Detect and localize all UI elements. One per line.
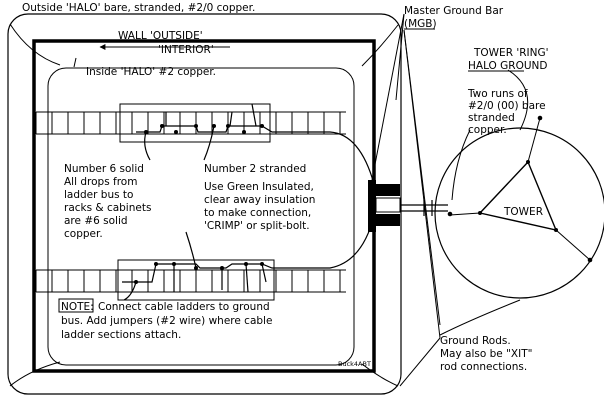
number6-line-4: racks & cabinets [64, 202, 151, 214]
lower-bus-lugs [134, 262, 264, 284]
outer-halo-label: Outside 'HALO' bare, stranded, #2/0 copp… [22, 2, 255, 14]
master-ground-bar [368, 180, 376, 232]
two-runs-line-4: copper. [468, 124, 507, 136]
green-line-2: clear away insulation [204, 194, 315, 206]
upper-ground-bus [136, 103, 375, 185]
rods-line-1: Ground Rods. [440, 335, 511, 347]
rods-line-3: rod connections. [440, 361, 527, 373]
ring-ground-rods [447, 115, 593, 263]
inner-halo-conductor [47, 67, 355, 366]
outer-halo-conductor [7, 13, 402, 395]
note-tag-box [58, 298, 94, 313]
rods-line-2: May also be "XIT" [440, 348, 532, 360]
two-runs-line-1: Two runs of [467, 88, 528, 100]
number6-line-2: All drops from [64, 176, 137, 188]
tower-leg-jumpers [449, 117, 591, 261]
inner-halo-label: Inside 'HALO' #2 copper. [86, 66, 216, 78]
green-line-1: Use Green Insulated, [204, 181, 314, 193]
lower-ground-bus [122, 215, 375, 301]
lower-cable-ladder [35, 259, 346, 301]
ring-title: TOWER 'RING' [473, 47, 548, 59]
number6-line-3: ladder bus to [64, 189, 133, 201]
tower-triangle [478, 160, 558, 231]
number2-label: Number 2 stranded [204, 163, 306, 175]
number6-line-5: are #6 solid [64, 215, 128, 227]
upper-bus-lugs [144, 124, 264, 134]
number6-line-6: copper. [64, 228, 103, 240]
note-line-2: bus. Add jumpers (#2 wire) where cable [61, 315, 272, 327]
upper-cable-ladder [35, 103, 346, 143]
note-line-1: Connect cable ladders to ground [98, 301, 270, 313]
rod-leaders [399, 29, 441, 387]
corner-jumpers [9, 23, 399, 387]
two-runs-line-2: #2/0 (00) bare [468, 100, 546, 112]
green-line-3: to make connection, [204, 207, 311, 219]
two-runs-line-3: stranded [468, 112, 515, 124]
ring-leaders [439, 69, 529, 336]
tower-label: TOWER [503, 206, 543, 218]
wall-outside-label: WALL 'OUTSIDE' [118, 30, 203, 42]
green-line-4: 'CRIMP' or split-bolt. [204, 220, 310, 232]
mgb-abbr: (MGB) [404, 18, 437, 30]
credit-label: Buck4ABT [338, 360, 371, 368]
tower-ring [434, 127, 604, 299]
mgb-title: Master Ground Bar [404, 5, 504, 17]
note-tag: NOTE: [61, 301, 94, 313]
interior-label: 'INTERIOR' [158, 44, 214, 56]
note-line-3: ladder sections attach. [61, 329, 181, 341]
mgb-insulators [375, 184, 401, 226]
mgb-leaders [371, 13, 405, 181]
number6-line-1: Number 6 solid [64, 163, 144, 175]
ring-sub: HALO GROUND [468, 60, 547, 72]
